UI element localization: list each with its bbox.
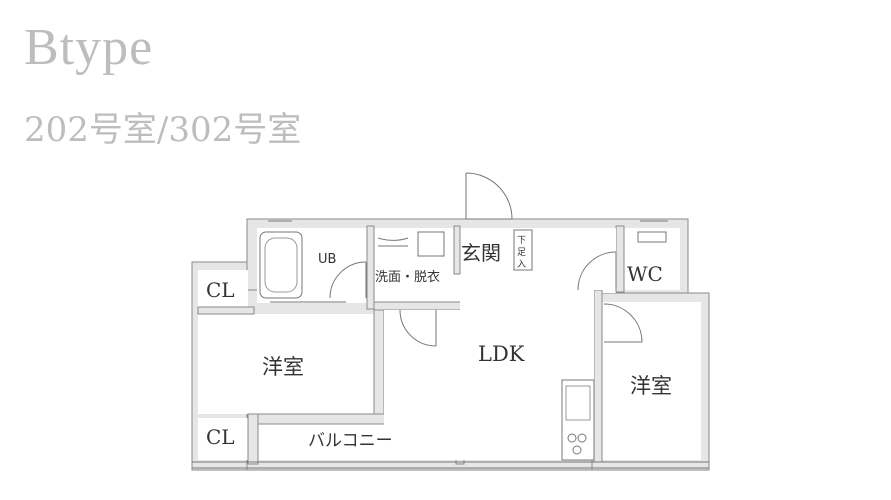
closet-bottom-label: CL [206,425,235,449]
closet-top-area [198,270,248,308]
washroom-fixtures [377,231,445,257]
closet-top-label: CL [206,278,235,302]
washroom-label: 洗面・脱衣 [375,269,440,285]
entrance-label: 玄関 [461,241,501,265]
ub-door [329,261,367,299]
plan-type-title: Btype [24,19,154,76]
western-room-right-area [602,302,701,460]
kitchen-counter [561,379,595,461]
shoe-storage-label-1: 下 [517,236,526,246]
shoe-storage-label-3: 入 [517,259,526,270]
wc-door [577,251,617,291]
washroom-door [399,309,437,347]
wc-label: WC [627,262,663,286]
closet-bottom-area [198,418,250,460]
ldk-label: LDK [478,342,525,366]
room-numbers-subtitle: 202号室/302号室 [24,110,302,150]
western-room-left-label: 洋室 [262,355,304,379]
western-room-left-area [198,314,374,414]
bathtub-fixture [259,231,303,299]
front-door [465,172,513,220]
toilet-fixture [637,231,667,243]
shoe-storage-label-2: 足 [517,247,526,258]
windows [192,220,709,469]
ub-label: UB [318,252,336,267]
western-right-door [603,303,643,343]
balcony-label: バルコニー [308,431,393,451]
shoe-storage [513,229,533,271]
western-room-right-label: 洋室 [630,374,672,398]
